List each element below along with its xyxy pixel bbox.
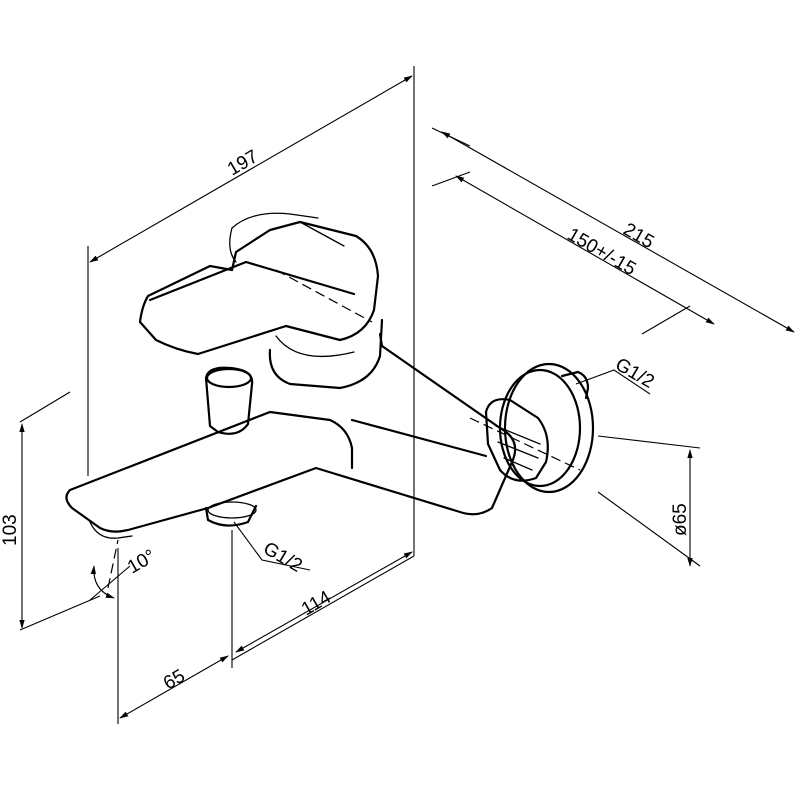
label-g12-bottom: G1/2: [260, 538, 306, 577]
dim-114-line: [235, 551, 413, 653]
dim-10deg-arc: [90, 565, 115, 599]
bottom-outlet: [204, 501, 258, 527]
dimension-lines: [19, 75, 795, 719]
label-114: 114: [298, 587, 335, 621]
extension-lines: [19, 66, 701, 724]
label-10deg: 10°: [124, 546, 159, 579]
label-103: 103: [0, 514, 21, 546]
dimension-labels: 197 215 150+/-15 G1/2 ø65 103 10° G1/2 1…: [0, 146, 691, 694]
g12-top-leader: [575, 369, 651, 395]
dim-197-line: [89, 75, 413, 263]
label-197: 197: [224, 146, 262, 180]
diverter-knob: [204, 366, 254, 435]
label-215: 215: [620, 219, 658, 253]
dim-65-line: [119, 655, 229, 719]
g12-bottom-leader: [233, 521, 311, 571]
wall-connector: [484, 362, 595, 494]
label-65-diameter: ø65: [670, 503, 691, 536]
dim-150-line: [455, 175, 715, 325]
label-g12-top: G1/2: [612, 354, 658, 393]
label-65: 65: [160, 666, 189, 695]
faucet-body: [65, 318, 517, 539]
dim-215-line: [441, 131, 795, 333]
lever-handle: [138, 212, 380, 356]
